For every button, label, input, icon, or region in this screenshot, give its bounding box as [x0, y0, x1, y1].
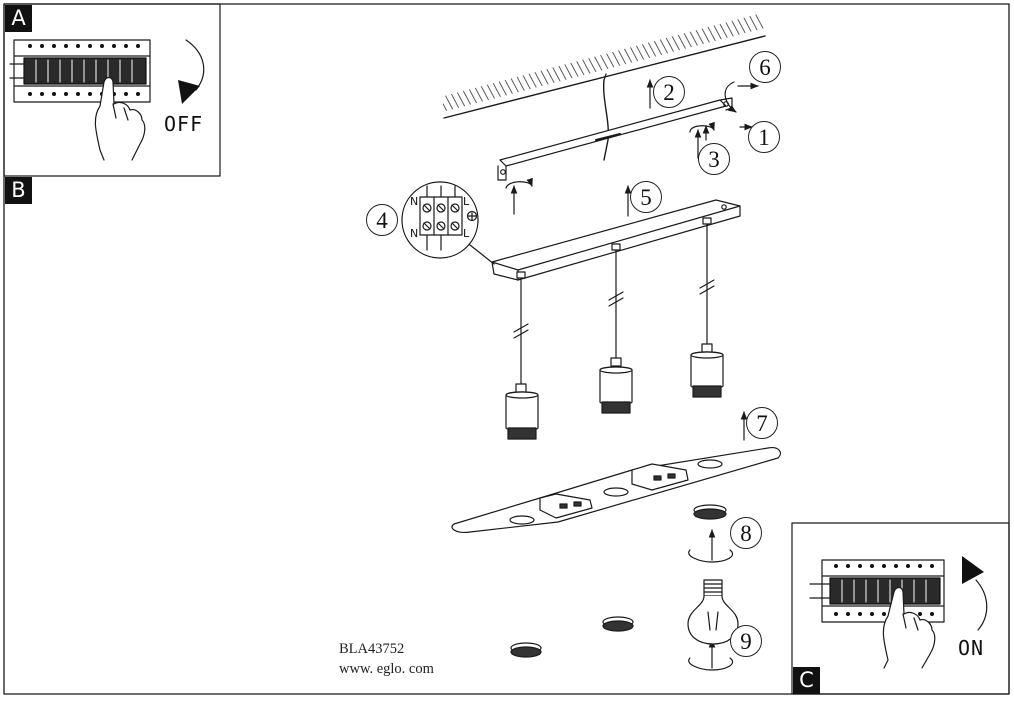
step-4: 4	[366, 204, 398, 236]
section-label-b: B	[5, 177, 32, 204]
fixing-ring-2	[602, 616, 634, 632]
wire-l-top: L	[463, 195, 470, 208]
section-label-c: C	[793, 667, 820, 694]
hand-pointer-icon	[882, 586, 936, 669]
outer-border	[3, 3, 1010, 695]
pendant-left	[505, 279, 539, 440]
step-9: 9	[730, 625, 762, 657]
shade-plate	[451, 447, 781, 533]
breaker-panel-off	[9, 39, 151, 103]
mounting-bracket	[497, 97, 733, 181]
pendant-middle	[599, 249, 633, 414]
ceiling	[442, 14, 765, 112]
step-6: 6	[749, 51, 781, 83]
step-8: 8	[730, 517, 762, 549]
step-5: 5	[630, 181, 662, 213]
panel-a-frame	[3, 3, 221, 177]
step-7: 7	[746, 407, 778, 439]
panel-c-frame	[791, 522, 1010, 695]
step-2: 2	[653, 76, 685, 108]
section-label-a: A	[5, 5, 32, 32]
website-url: www. eglo. com	[339, 661, 434, 677]
rotate-on-arrow-icon	[962, 556, 988, 631]
on-label: ON	[958, 636, 985, 660]
fixing-ring-1	[693, 504, 727, 520]
model-number: BLA43752	[339, 641, 405, 657]
fixing-ring-3	[510, 642, 542, 658]
power-cable	[602, 73, 610, 161]
hand-pointer-icon	[94, 76, 146, 161]
canopy-bar	[491, 199, 741, 281]
screw-in-arrow-icon	[688, 529, 734, 671]
terminal-block-detail	[401, 181, 495, 265]
breaker-panel-on	[809, 559, 945, 623]
light-bulb-icon	[687, 579, 739, 645]
step-3: 3	[698, 143, 730, 175]
rotate-screw-arrow-icon	[505, 79, 759, 441]
rotate-off-arrow-icon	[178, 39, 205, 104]
wire-n-top: N	[410, 195, 419, 208]
wire-l-bottom: L	[463, 227, 470, 240]
step-1: 1	[748, 121, 780, 153]
pendant-right	[690, 223, 724, 398]
off-label: OFF	[164, 112, 204, 136]
wire-n-bottom: N	[410, 227, 419, 240]
